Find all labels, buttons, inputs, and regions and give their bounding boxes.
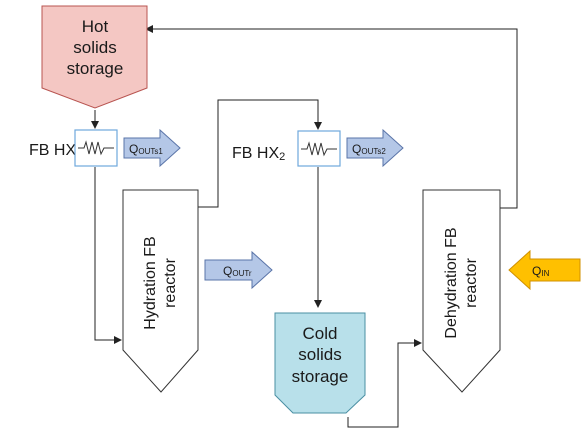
dehydration-reactor-shape: [422, 189, 501, 393]
hydration-reactor-shape: [122, 189, 199, 393]
hydration-fb-reactor: Hydration FB reactor: [122, 189, 199, 393]
hot-storage-label-2: solids: [73, 38, 116, 57]
q-outs2-arrow-shape: [346, 128, 404, 168]
hot-solids-storage: Hot solids storage: [41, 5, 148, 109]
cold-storage-label-2: solids: [298, 345, 341, 364]
q-outr-label: QOUTr: [223, 264, 252, 278]
hot-storage-shape: [41, 5, 148, 109]
hx1-label: FB HX1: [29, 142, 82, 160]
flow-dehydration-to-hot: [145, 25, 518, 209]
cold-storage-label-1: Cold: [303, 324, 338, 343]
hx2-coil-icon: [301, 141, 337, 157]
flow-cold-to-dehydration: [347, 339, 422, 428]
flow-hx1-to-hydration: [94, 167, 122, 344]
hx2-label: FB HX2: [232, 145, 285, 163]
hydration-reactor-label-1: Hydration FB: [142, 236, 159, 329]
hot-storage-label-3: storage: [67, 59, 124, 78]
heat-arrow-q-outr: QOUTr: [204, 250, 273, 290]
cold-solids-storage: Cold solids storage: [274, 312, 366, 414]
fb-hx1: FB HX1: [29, 129, 118, 167]
q-outr-arrow-shape: [204, 250, 273, 290]
fb-hx2: FB HX2: [232, 130, 341, 167]
q-outs2-label: QOUTs2: [352, 142, 386, 156]
hx1-coil-icon: [78, 140, 114, 156]
dehydration-fb-reactor: Dehydration FB reactor: [422, 189, 501, 393]
dehydration-reactor-label-2: reactor: [463, 257, 480, 307]
q-outs1-arrow-shape: [123, 128, 181, 168]
q-in-label: QIN: [532, 264, 550, 278]
heat-arrow-q-in: QIN: [508, 249, 581, 291]
cold-storage-label-3: storage: [292, 367, 349, 386]
hydration-reactor-label-2: reactor: [162, 257, 179, 307]
dehydration-reactor-label-1: Dehydration FB: [443, 227, 460, 338]
heat-arrow-q-outs1: QOUTs1: [123, 128, 181, 168]
q-in-arrow-shape: [508, 249, 581, 291]
hot-storage-label-1: Hot: [82, 17, 109, 36]
cold-storage-shape: [274, 312, 366, 414]
q-outs1-label: QOUTs1: [129, 142, 163, 156]
flow-lines: [91, 25, 518, 428]
heat-arrow-q-outs2: QOUTs2: [346, 128, 404, 168]
flow-hydration-to-hx2: [198, 99, 322, 208]
